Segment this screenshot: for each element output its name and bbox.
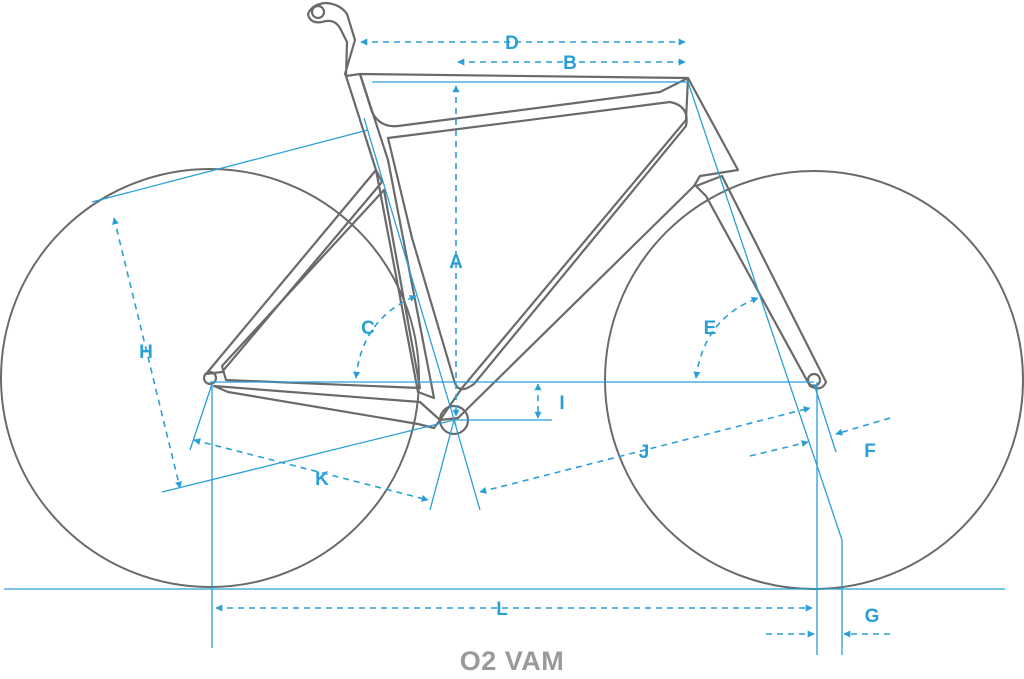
rear-triangle	[204, 168, 384, 376]
model-name: O2 VAM	[459, 646, 565, 676]
label-g: G	[865, 606, 880, 627]
dimension-f-right	[835, 417, 891, 436]
stack-reach-ref	[161, 419, 455, 493]
rear-dropout	[202, 370, 218, 386]
label-l: L	[496, 599, 508, 620]
down-tube	[438, 76, 740, 422]
label-c: C	[361, 318, 375, 339]
bb-drop-line-left	[429, 419, 455, 511]
angle-e	[693, 296, 759, 379]
dimension-j	[479, 406, 811, 494]
label-e: E	[704, 318, 717, 339]
label-j: J	[639, 442, 650, 463]
label-b: B	[563, 53, 577, 74]
dimension-f-left	[749, 440, 809, 457]
dimension-h	[112, 217, 182, 489]
fork-offset-line	[813, 383, 837, 453]
front-wheel	[604, 170, 1024, 590]
dimension-k	[193, 438, 429, 502]
label-k: K	[315, 469, 329, 490]
bike-frame	[202, 1, 828, 436]
fork	[694, 174, 828, 390]
label-f: F	[864, 441, 876, 462]
rear-axle-ref	[189, 383, 213, 451]
seat-stay-inner	[220, 188, 422, 390]
label-d: D	[505, 33, 519, 54]
geometry-lines	[91, 81, 843, 655]
seat-axis-line	[363, 117, 457, 427]
chain-stay	[212, 384, 442, 430]
dimension-lines	[112, 38, 891, 638]
saddle-clamp	[310, 4, 326, 20]
label-h: H	[139, 342, 153, 363]
seat-angle-ref	[91, 129, 369, 203]
seatpost	[306, 1, 357, 78]
dimension-labels: D B A C E H I J F K L G	[139, 33, 879, 627]
head-axis-line	[687, 81, 843, 541]
angle-c	[353, 295, 417, 379]
bb-drop-line-right	[453, 419, 481, 511]
top-tube	[358, 72, 690, 128]
label-a: A	[449, 252, 463, 273]
label-i: I	[559, 393, 564, 414]
